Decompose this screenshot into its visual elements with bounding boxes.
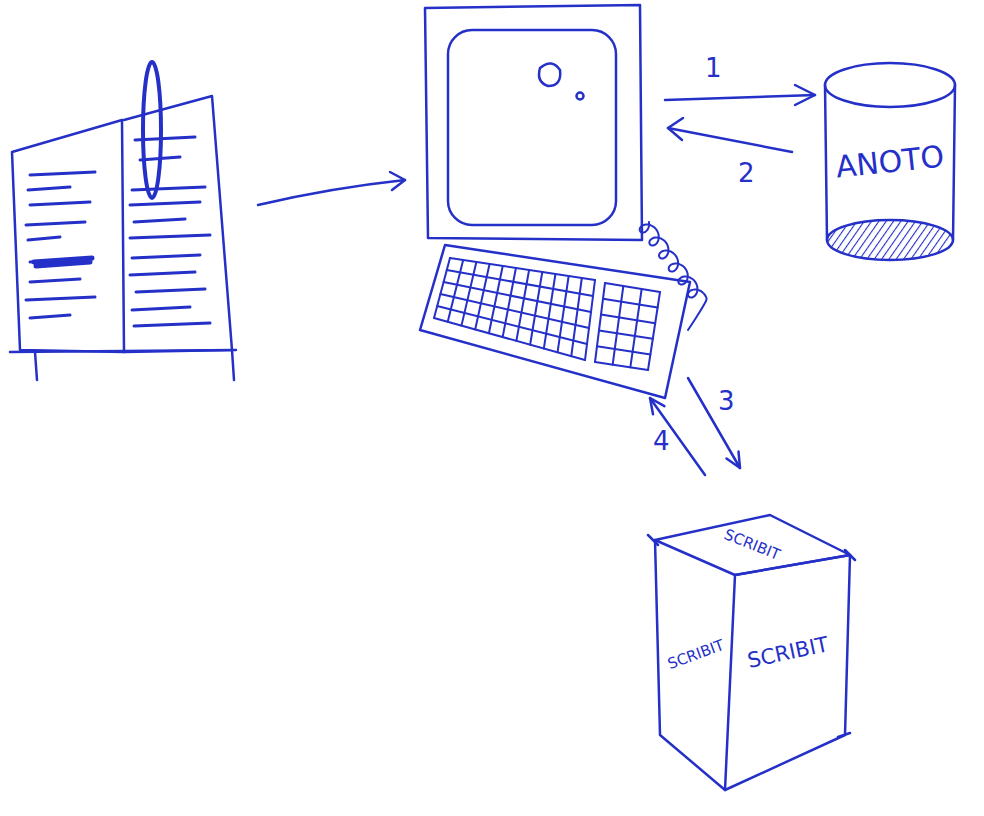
callout-number: 2 <box>738 160 755 186</box>
arrow <box>665 85 815 105</box>
cylinder-node: ANOTO <box>815 50 965 272</box>
arrow <box>668 118 792 152</box>
arrow <box>650 398 705 475</box>
arrow <box>688 378 740 468</box>
node-label: SCRIBIT <box>746 634 831 672</box>
node-label: SCRIBIT <box>666 638 726 672</box>
book <box>10 62 236 380</box>
node-label: ANOTO <box>834 141 945 182</box>
cube-node: SCRIBIT SCRIBIT SCRIBIT <box>640 505 870 805</box>
arrow <box>258 172 405 205</box>
pen <box>143 62 161 198</box>
callout-number: 4 <box>653 428 670 454</box>
computer <box>420 5 707 398</box>
node-label: SCRIBIT <box>722 527 782 563</box>
callout-number: 3 <box>718 388 735 414</box>
callout-number: 1 <box>705 55 722 81</box>
